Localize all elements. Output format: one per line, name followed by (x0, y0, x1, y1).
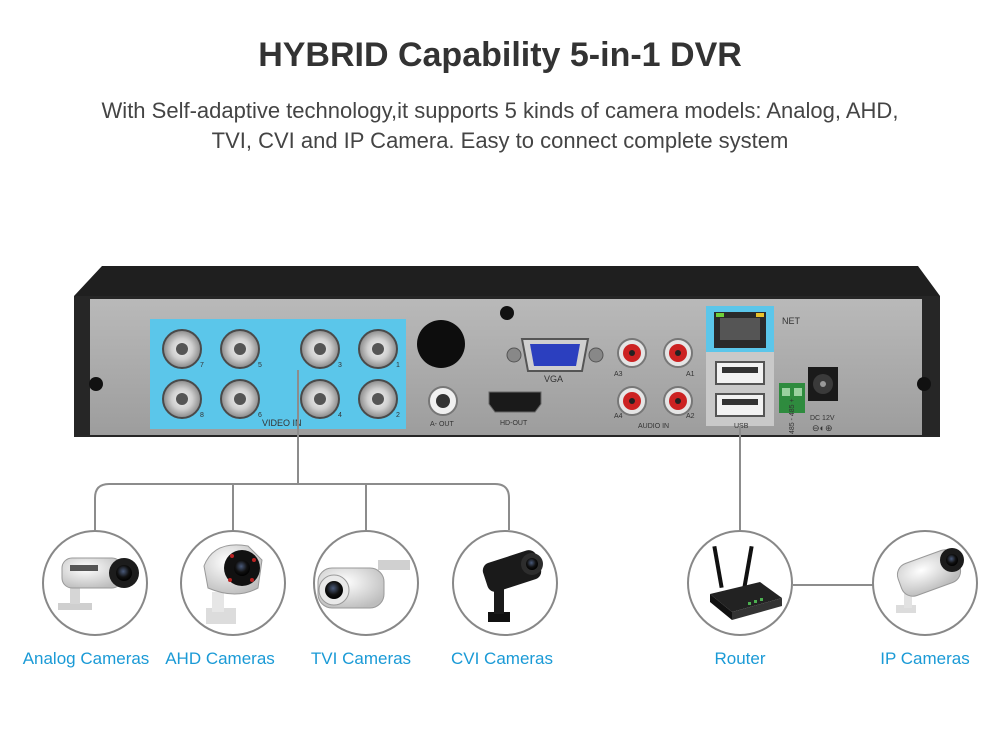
bnc-number: 3 (338, 362, 342, 369)
power-label: DC 12V (810, 415, 835, 422)
camera-tvi (313, 530, 419, 636)
camera-analog (42, 530, 148, 636)
fan-vent (417, 320, 465, 368)
usb-label: USB (734, 423, 749, 430)
audio-in-ports: A3 A1 A4 A2 AUDIO IN (614, 338, 695, 430)
power-polarity-icon: ⊖◐⊕ (812, 423, 833, 433)
audio-in-number: A2 (686, 413, 695, 420)
bnc-number: 8 (200, 412, 204, 419)
device-router (687, 530, 793, 636)
bnc-number: 7 (200, 362, 204, 369)
rs485-terminal: 485 - 485 + (779, 383, 805, 434)
audio-in-number: A1 (686, 371, 695, 378)
screw-top (500, 306, 514, 320)
camera-ahd (180, 530, 286, 636)
analog-camera-icon (58, 557, 139, 610)
bnc-row-top (162, 329, 398, 369)
ahd-camera-icon (203, 544, 263, 624)
router-icon (710, 545, 782, 620)
bnc-number: 5 (258, 362, 262, 369)
video-in-block: 7 5 3 1 8 6 4 2 VIDEO IN (150, 319, 406, 429)
audio-in-number: A4 (614, 413, 623, 420)
bnc-number: 4 (338, 412, 342, 419)
bnc-row-bottom (162, 379, 398, 419)
subtitle-line-1: With Self-adaptive technology,it support… (101, 98, 899, 123)
camera-bus-line (94, 483, 510, 530)
bnc-number: 2 (396, 412, 400, 419)
audio-out-port: A- OUT (428, 386, 458, 428)
vga-label: VGA (544, 374, 563, 384)
camera-label-analog: Analog Cameras (23, 649, 150, 668)
audio-in-label: AUDIO IN (638, 423, 669, 430)
hdmi-port: HD-OUT (488, 391, 542, 427)
camera-label-tvi: TVI Cameras (311, 649, 411, 668)
device-label-ip-cameras: IP Cameras (880, 649, 969, 668)
audio-out-label: A- OUT (430, 421, 454, 428)
cvi-camera-icon (482, 550, 543, 622)
net-label: NET (782, 316, 801, 326)
subtitle-line-2: TVI, CVI and IP Camera. Easy to connect … (211, 128, 789, 153)
camera-label-cvi: CVI Cameras (451, 649, 553, 668)
dc-power-port: DC 12V ⊖◐⊕ (808, 367, 838, 433)
hdmi-label: HD-OUT (500, 420, 528, 427)
vga-port: VGA (506, 338, 604, 384)
connector-lines (94, 370, 873, 586)
tvi-camera-icon (317, 560, 410, 609)
ip-camera-icon (896, 548, 964, 613)
page-title: HYBRID Capability 5-in-1 DVR (258, 36, 742, 74)
screw-left (89, 377, 103, 391)
device-label-router: Router (714, 649, 765, 668)
net-usb-block: NET USB (706, 306, 801, 430)
camera-cvi (452, 530, 558, 636)
screw-right (917, 377, 931, 391)
device-ip-camera (872, 530, 978, 636)
video-in-label: VIDEO IN (262, 418, 302, 428)
camera-label-ahd: AHD Cameras (165, 649, 275, 668)
rs485-label: 485 - 485 + (789, 398, 796, 434)
bnc-number: 6 (258, 412, 262, 419)
audio-in-number: A3 (614, 371, 623, 378)
bnc-number: 1 (396, 362, 400, 369)
page-subtitle: With Self-adaptive technology,it support… (60, 96, 940, 156)
